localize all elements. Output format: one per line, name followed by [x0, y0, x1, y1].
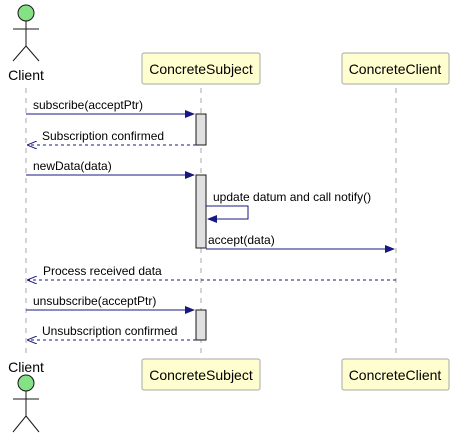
message-label: subscribe(acceptPtr)	[33, 98, 143, 112]
client-label-top: Client	[8, 67, 44, 83]
message-label: unsubscribe(acceptPtr)	[33, 294, 156, 308]
client-actor-icon	[12, 374, 40, 433]
concrete-client-label-top: ConcreteClient	[349, 61, 442, 77]
message-label: Subscription confirmed	[42, 129, 164, 143]
client-actor-icon	[12, 4, 40, 62]
subject-label-top: ConcreteSubject	[149, 61, 253, 77]
subject-box-bottom	[141, 358, 261, 391]
message-label: newData(data)	[33, 159, 112, 173]
message-label: accept(data)	[208, 233, 275, 247]
concrete-client-label-bottom: ConcreteClient	[349, 367, 442, 383]
client-label-bottom: Client	[8, 359, 44, 375]
message-label: Unsubscription confirmed	[42, 324, 177, 338]
self-call-arrow	[206, 205, 249, 223]
activation-bar	[195, 113, 207, 146]
concrete-client-box-top	[341, 52, 450, 85]
message-label: update datum and call notify()	[213, 190, 371, 204]
message-label: Process received data	[43, 264, 162, 278]
activation-bar	[195, 174, 207, 249]
subject-box-top	[141, 52, 261, 85]
concrete-client-box-bottom	[341, 358, 450, 391]
activation-bar	[195, 309, 207, 341]
subject-label-bottom: ConcreteSubject	[149, 367, 253, 383]
